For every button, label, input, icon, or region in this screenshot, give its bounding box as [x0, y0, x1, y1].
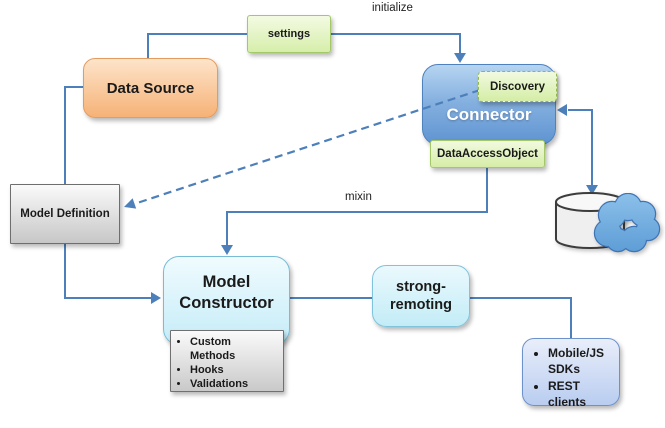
data-access-object-label: DataAccessObject — [437, 148, 538, 160]
strong-remoting-node: strong-remoting — [372, 265, 470, 327]
discovery-node: Discovery — [478, 71, 557, 102]
model-features-node: Custom Methods Hooks Validations — [170, 330, 284, 392]
edge-settings-connector — [331, 33, 461, 61]
arrowhead-into-connector-top — [454, 53, 466, 63]
list-item: Custom Methods — [190, 335, 266, 363]
arrowhead-into-modelconstructor-left — [151, 292, 161, 304]
strong-remoting-label: strong-remoting — [389, 278, 453, 313]
list-item: REST clients — [548, 379, 608, 410]
list-item: Mobile/JS SDKs — [548, 346, 608, 377]
arrowhead-into-connector-right — [557, 104, 567, 116]
arrowhead-into-modeldefinition — [124, 198, 137, 209]
cloud-icon — [593, 193, 661, 253]
model-constructor-label: Model Constructor — [179, 273, 274, 313]
arrowhead-into-database-top — [586, 185, 598, 195]
clients-list: Mobile/JS SDKs REST clients — [523, 339, 608, 412]
edge-label-mixin: mixin — [345, 191, 372, 203]
discovery-label: Discovery — [490, 80, 545, 93]
edge-datasource-settings — [147, 33, 247, 58]
model-definition-node: Model Definition — [10, 184, 120, 244]
clients-node: Mobile/JS SDKs REST clients — [522, 338, 620, 409]
connector-label: Connector — [446, 104, 532, 124]
list-item: Hooks — [190, 363, 266, 377]
data-access-object-node: DataAccessObject — [430, 140, 545, 168]
model-definition-label: Model Definition — [20, 208, 110, 220]
settings-label: settings — [267, 28, 311, 40]
settings-node: settings — [247, 15, 331, 53]
list-item: Validations — [190, 377, 266, 391]
arrowhead-into-modelconstructor-top — [221, 245, 233, 255]
edge-connector-database — [568, 109, 593, 192]
data-source-node: Data Source — [83, 58, 218, 118]
edge-label-initialize: initialize — [372, 2, 413, 14]
edge-dao-mixin-modelconstructor — [226, 168, 488, 252]
model-features-list: Custom Methods Hooks Validations — [171, 331, 266, 391]
data-source-label: Data Source — [106, 79, 195, 97]
